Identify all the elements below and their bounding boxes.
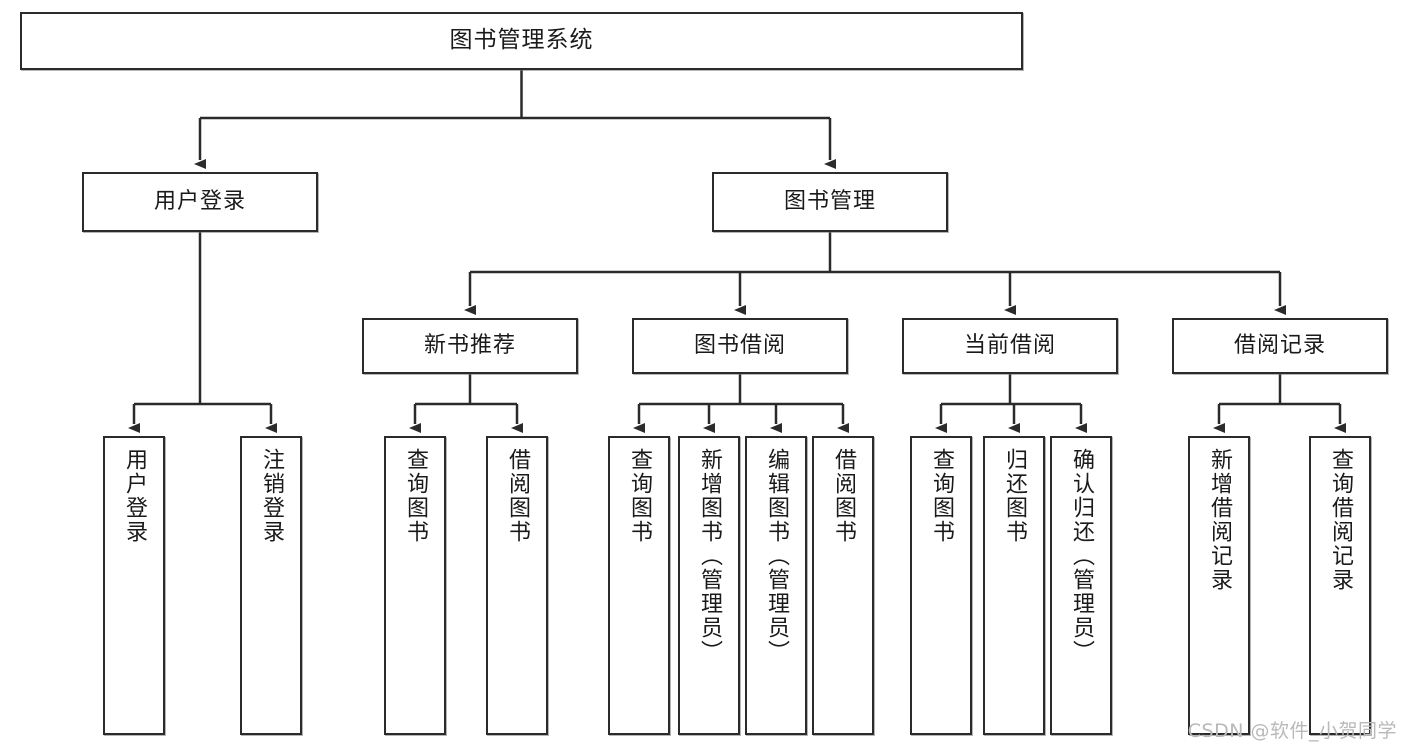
leaf-label: 用户登录 xyxy=(121,448,147,544)
leaf-query-book-newbook[interactable]: 查询图书 xyxy=(384,436,446,735)
leaf-confirm-return-admin[interactable]: 确认归还（管理员） xyxy=(1050,436,1112,735)
leaf-label: 借阅图书 xyxy=(504,448,530,544)
node-current-borrow[interactable]: 当前借阅 xyxy=(902,318,1118,374)
leaf-label: 新增借阅记录 xyxy=(1206,448,1232,592)
leaf-label: 查询图书 xyxy=(626,448,652,544)
leaf-user-login[interactable]: 用户登录 xyxy=(103,436,165,735)
leaf-add-borrow-record[interactable]: 新增借阅记录 xyxy=(1188,436,1250,735)
watermark: CSDN @软件_小贺同学 xyxy=(1187,720,1397,742)
node-user-login-label: 用户登录 xyxy=(153,188,246,214)
leaf-label: 查询图书 xyxy=(928,448,954,544)
node-book-management[interactable]: 图书管理 xyxy=(712,172,948,232)
node-current-borrow-label: 当前借阅 xyxy=(963,332,1056,358)
node-book-borrow[interactable]: 图书借阅 xyxy=(632,318,848,374)
node-root-label: 图书管理系统 xyxy=(449,27,594,54)
leaf-query-borrow-record[interactable]: 查询借阅记录 xyxy=(1309,436,1371,735)
leaf-logout[interactable]: 注销登录 xyxy=(240,436,302,735)
leaf-label: 归还图书 xyxy=(1001,448,1027,544)
node-book-borrow-label: 图书借阅 xyxy=(693,332,786,358)
leaf-query-book-borrow[interactable]: 查询图书 xyxy=(608,436,670,735)
leaf-label: 注销登录 xyxy=(258,448,284,544)
node-root[interactable]: 图书管理系统 xyxy=(20,12,1023,70)
node-borrow-record-label: 借阅记录 xyxy=(1233,332,1326,358)
leaf-return-book[interactable]: 归还图书 xyxy=(983,436,1045,735)
leaf-borrow-book[interactable]: 借阅图书 xyxy=(812,436,874,735)
leaf-add-book-admin[interactable]: 新增图书（管理员） xyxy=(678,436,740,735)
leaf-borrow-book-newbook[interactable]: 借阅图书 xyxy=(486,436,548,735)
leaf-label: 新增图书（管理员） xyxy=(696,448,722,664)
leaf-label: 确认归还（管理员） xyxy=(1068,448,1094,664)
node-user-login[interactable]: 用户登录 xyxy=(82,172,318,232)
node-book-management-label: 图书管理 xyxy=(783,188,876,214)
node-borrow-record[interactable]: 借阅记录 xyxy=(1172,318,1388,374)
leaf-query-book-current[interactable]: 查询图书 xyxy=(910,436,972,735)
leaf-label: 借阅图书 xyxy=(830,448,856,544)
leaf-label: 查询图书 xyxy=(402,448,428,544)
leaf-label: 查询借阅记录 xyxy=(1327,448,1353,592)
leaf-edit-book-admin[interactable]: 编辑图书（管理员） xyxy=(745,436,807,735)
node-new-book-recommend[interactable]: 新书推荐 xyxy=(362,318,578,374)
node-new-book-recommend-label: 新书推荐 xyxy=(423,332,516,358)
leaf-label: 编辑图书（管理员） xyxy=(763,448,789,664)
